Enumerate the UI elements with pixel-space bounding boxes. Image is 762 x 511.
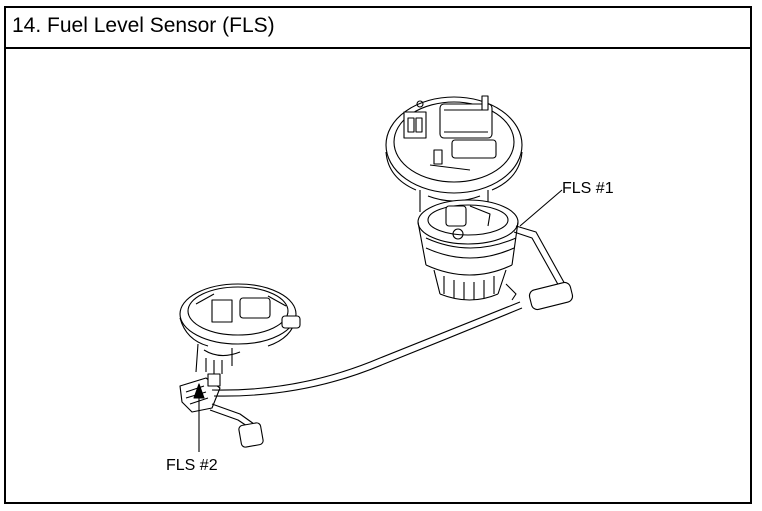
title-bar: 14. Fuel Level Sensor (FLS): [6, 8, 750, 49]
connecting-fuel-line: [211, 301, 523, 397]
fls1-label: FLS #1: [562, 180, 614, 197]
diagram-frame: 14. Fuel Level Sensor (FLS): [4, 6, 752, 504]
fls2-leader: [193, 383, 205, 452]
fuel-pump-module-2: [179, 283, 301, 448]
page-title: 14. Fuel Level Sensor (FLS): [12, 14, 275, 37]
fuel-pump-module-1: [385, 95, 574, 311]
fls2-label: FLS #2: [166, 457, 218, 474]
fls1-leader: [519, 189, 563, 227]
